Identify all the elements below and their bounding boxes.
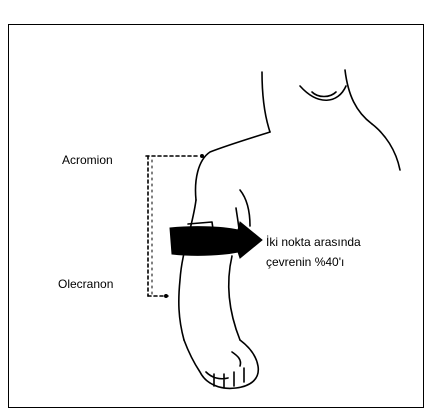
measurement-note: İki nokta arasında çevrenin %40'ı xyxy=(266,232,361,272)
shoulder-right xyxy=(372,124,400,170)
shoulder-left xyxy=(196,132,270,200)
chest-line xyxy=(240,190,250,226)
forearm-inner xyxy=(229,256,240,340)
fingers xyxy=(206,368,244,388)
measurement-note-line-2: çevrenin %40'ı xyxy=(266,252,361,272)
olecranon-label: Olecranon xyxy=(58,277,113,291)
measurement-note-line-1: İki nokta arasında xyxy=(266,232,361,252)
neck-right xyxy=(345,70,372,124)
arm-outer xyxy=(179,200,196,340)
olecranon-point xyxy=(164,294,168,298)
measurement-band-arrow xyxy=(170,222,262,258)
hand xyxy=(184,340,258,388)
thumb xyxy=(232,352,241,366)
neck-outline xyxy=(262,72,270,132)
chin xyxy=(300,86,346,100)
mouth xyxy=(312,92,336,97)
acromion-point xyxy=(200,154,204,158)
acromion-label: Acromion xyxy=(62,153,113,167)
